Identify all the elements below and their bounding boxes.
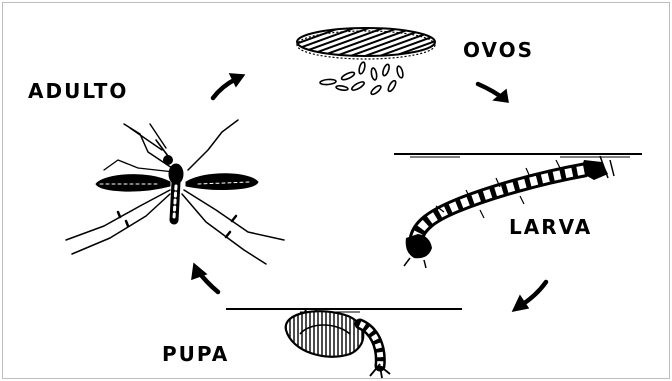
pupa-icon xyxy=(226,309,462,378)
arrow-larva-to-pupa xyxy=(513,282,546,311)
mosquito-icon xyxy=(66,120,284,264)
label-eggs: OVOS xyxy=(463,40,534,60)
eggs-icon xyxy=(320,62,404,96)
label-larva: LARVA xyxy=(509,217,592,237)
label-adult: ADULTO xyxy=(28,81,128,101)
arrow-eggs-to-larva xyxy=(478,84,508,102)
arrow-pupa-to-adult xyxy=(192,264,218,292)
label-pupa: PUPA xyxy=(162,344,229,364)
arrow-adult-to-eggs xyxy=(213,74,244,98)
egg-raft-icon xyxy=(297,28,435,59)
larva-icon xyxy=(394,154,642,268)
